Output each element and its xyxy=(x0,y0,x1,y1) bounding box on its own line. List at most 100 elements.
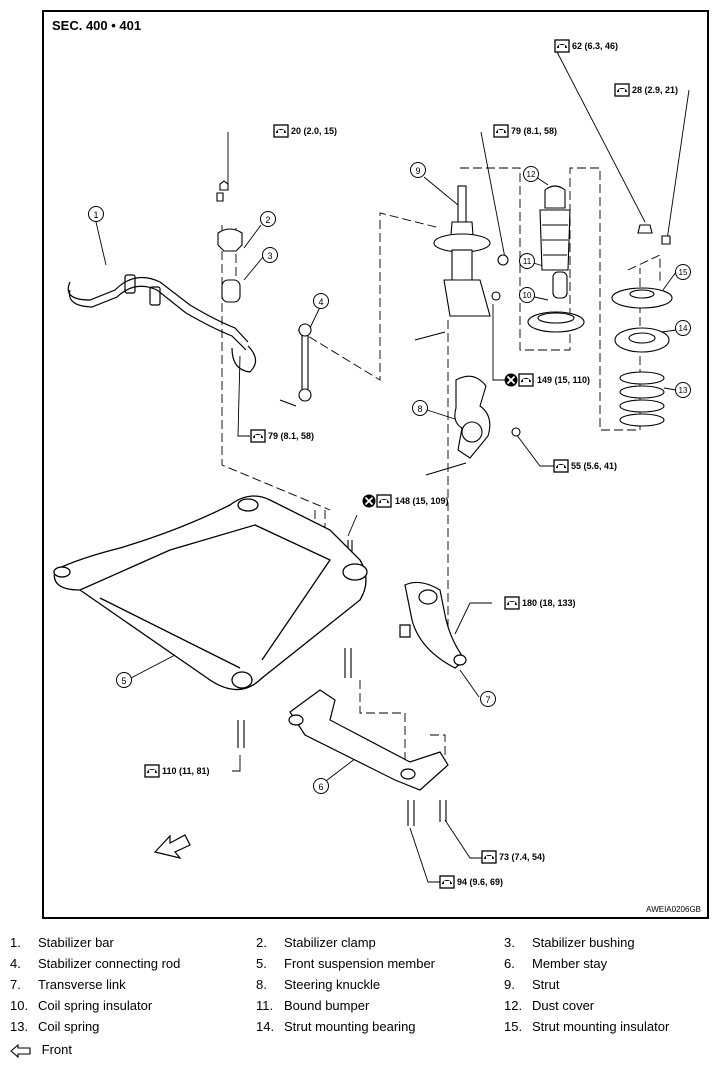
front-indicator: Front xyxy=(10,1042,72,1058)
torque-94: 94 (9.6, 69) xyxy=(439,875,503,889)
svg-text:6: 6 xyxy=(318,782,323,792)
svg-text:9: 9 xyxy=(415,166,420,176)
torque-79-rod: 79 (8.1, 58) xyxy=(250,429,314,443)
torque-55: 55 (5.6, 41) xyxy=(553,459,617,473)
steering-knuckle xyxy=(454,375,521,459)
legend-num: 13. xyxy=(10,1019,29,1034)
torque-20: 20 (2.0, 15) xyxy=(273,124,337,138)
small-parts xyxy=(216,180,671,826)
svg-text:28 (2.9, 21): 28 (2.9, 21) xyxy=(632,85,678,95)
legend-num: 4. xyxy=(10,956,21,971)
callout-12: 12 xyxy=(523,166,539,182)
svg-text:73 (7.4, 54): 73 (7.4, 54) xyxy=(499,852,545,862)
legend-name: Coil spring xyxy=(38,1019,100,1034)
callout-15: 15 xyxy=(675,264,691,280)
svg-text:2: 2 xyxy=(265,215,270,225)
legend-row: 13. Coil spring 14. Strut mounting beari… xyxy=(0,1019,717,1039)
front-label: Front xyxy=(41,1042,72,1057)
legend-num: 12. xyxy=(504,998,523,1013)
svg-text:4: 4 xyxy=(318,297,323,307)
front-suspension-member xyxy=(53,495,368,691)
legend-name: Strut mounting insulator xyxy=(532,1019,670,1034)
torque-79-strut: 79 (8.1, 58) xyxy=(493,124,557,138)
legend-row: 1. Stabilizer bar 2. Stabilizer clamp 3.… xyxy=(0,935,717,955)
leader-lines xyxy=(95,49,690,883)
svg-text:13: 13 xyxy=(679,386,688,395)
svg-text:79 (8.1, 58): 79 (8.1, 58) xyxy=(268,431,314,441)
legend-num: 5. xyxy=(256,956,267,971)
svg-text:79 (8.1, 58): 79 (8.1, 58) xyxy=(511,126,557,136)
torque-62: 62 (6.3, 46) xyxy=(554,39,618,53)
torque-28: 28 (2.9, 21) xyxy=(614,83,678,97)
suspension-diagram: 1 2 3 4 5 6 7 8 9 10 11 12 13 14 15 62 (… xyxy=(53,39,691,889)
legend-num: 8. xyxy=(256,977,267,992)
legend-num: 7. xyxy=(10,977,21,992)
callout-6: 6 xyxy=(313,778,329,794)
front-arrow-legend-icon xyxy=(10,1043,31,1058)
legend-row: 7. Transverse link 8. Steering knuckle 9… xyxy=(0,977,717,997)
transverse-link xyxy=(399,581,467,669)
front-arrow-icon xyxy=(153,834,191,860)
legend-name: Stabilizer bar xyxy=(38,935,114,950)
callout-9: 9 xyxy=(410,162,426,178)
strut-assembly xyxy=(433,185,509,317)
legend-name: Front suspension member xyxy=(284,956,436,971)
callout-3: 3 xyxy=(262,247,278,263)
svg-text:12: 12 xyxy=(527,170,536,179)
legend-name: Strut mounting bearing xyxy=(284,1019,416,1034)
svg-text:14: 14 xyxy=(679,324,688,333)
legend-num: 15. xyxy=(504,1019,523,1034)
legend-name: Steering knuckle xyxy=(284,977,381,992)
legend-num: 6. xyxy=(504,956,515,971)
callout-4: 4 xyxy=(313,293,329,309)
legend-name: Stabilizer connecting rod xyxy=(38,956,181,971)
svg-text:5: 5 xyxy=(121,676,126,686)
callout-10: 10 xyxy=(519,287,535,303)
legend-num: 9. xyxy=(504,977,515,992)
legend-name: Strut xyxy=(532,977,560,992)
svg-text:3: 3 xyxy=(267,251,272,261)
legend-num: 2. xyxy=(256,935,267,950)
section-label: SEC. 400 • 401 xyxy=(52,18,142,33)
svg-text:15: 15 xyxy=(679,268,688,277)
svg-text:148 (15, 109): 148 (15, 109) xyxy=(395,496,449,506)
torque-149: 149 (15, 110) xyxy=(503,372,590,388)
callout-1: 1 xyxy=(88,206,104,222)
torque-73: 73 (7.4, 54) xyxy=(481,850,545,864)
legend-name: Member stay xyxy=(532,956,608,971)
torque-110: 110 (11, 81) xyxy=(144,764,210,778)
svg-text:8: 8 xyxy=(417,404,422,414)
svg-text:10: 10 xyxy=(523,291,532,300)
callout-2: 2 xyxy=(260,211,276,227)
member-stay xyxy=(288,689,449,791)
diagram-frame: SEC. 400 • 401 AWEIA0206GB xyxy=(42,10,709,919)
svg-text:11: 11 xyxy=(523,257,532,266)
callout-11: 11 xyxy=(519,253,535,269)
legend-name: Stabilizer bushing xyxy=(532,935,635,950)
legend-name: Coil spring insulator xyxy=(38,998,153,1013)
callouts: 1 2 3 4 5 6 7 8 9 10 11 12 13 14 15 xyxy=(88,162,691,794)
legend-row: 4. Stabilizer connecting rod 5. Front su… xyxy=(0,956,717,976)
svg-text:180 (18, 133): 180 (18, 133) xyxy=(522,598,576,608)
stabilizer-bar xyxy=(67,274,257,373)
figure-code: AWEIA0206GB xyxy=(646,905,701,914)
callout-7: 7 xyxy=(480,691,496,707)
svg-text:55 (5.6, 41): 55 (5.6, 41) xyxy=(571,461,617,471)
torque-148: 148 (15, 109) xyxy=(361,493,449,509)
legend-row: 10. Coil spring insulator 11. Bound bump… xyxy=(0,998,717,1018)
callout-13: 13 xyxy=(675,382,691,398)
callout-8: 8 xyxy=(412,400,428,416)
legend-num: 11. xyxy=(256,998,274,1013)
spring-components xyxy=(527,185,673,427)
callout-5: 5 xyxy=(116,672,132,688)
torque-180: 180 (18, 133) xyxy=(504,596,576,610)
legend-num: 14. xyxy=(256,1019,275,1034)
svg-text:94 (9.6, 69): 94 (9.6, 69) xyxy=(457,877,503,887)
legend-name: Bound bumper xyxy=(284,998,370,1013)
legend-num: 3. xyxy=(504,935,515,950)
torque-labels: 62 (6.3, 46) 28 (2.9, 21) 20 (2.0, 15) 7… xyxy=(144,39,678,889)
svg-text:1: 1 xyxy=(93,210,98,220)
legend-name: Transverse link xyxy=(38,977,126,992)
svg-text:20 (2.0, 15): 20 (2.0, 15) xyxy=(291,126,337,136)
svg-text:7: 7 xyxy=(485,695,490,705)
